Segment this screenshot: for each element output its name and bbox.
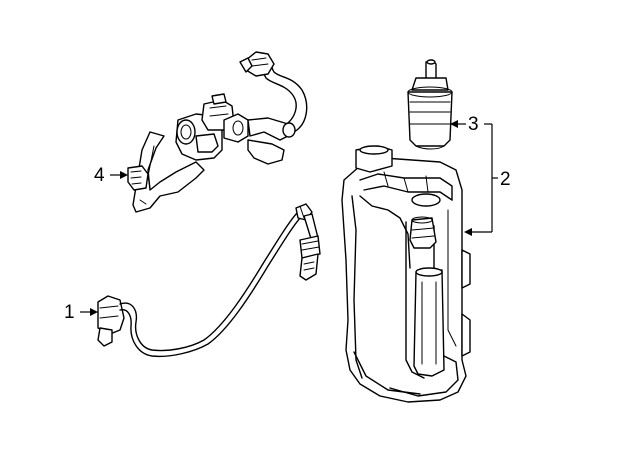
callout-4: 4 <box>94 165 128 186</box>
callout-3-label: 3 <box>468 114 479 135</box>
callout-4-label: 4 <box>94 165 105 186</box>
callout-3: 3 <box>450 114 479 135</box>
canister-filter-icon <box>407 59 453 150</box>
callout-1-label: 1 <box>64 302 75 323</box>
callout-1: 1 <box>64 302 98 323</box>
callout-2-label: 2 <box>500 169 511 190</box>
callout-2: 2 <box>464 123 511 236</box>
purge-valve-assembly-icon <box>127 51 308 213</box>
oxygen-sensor-icon <box>97 203 321 358</box>
vapor-canister-icon <box>341 145 471 403</box>
